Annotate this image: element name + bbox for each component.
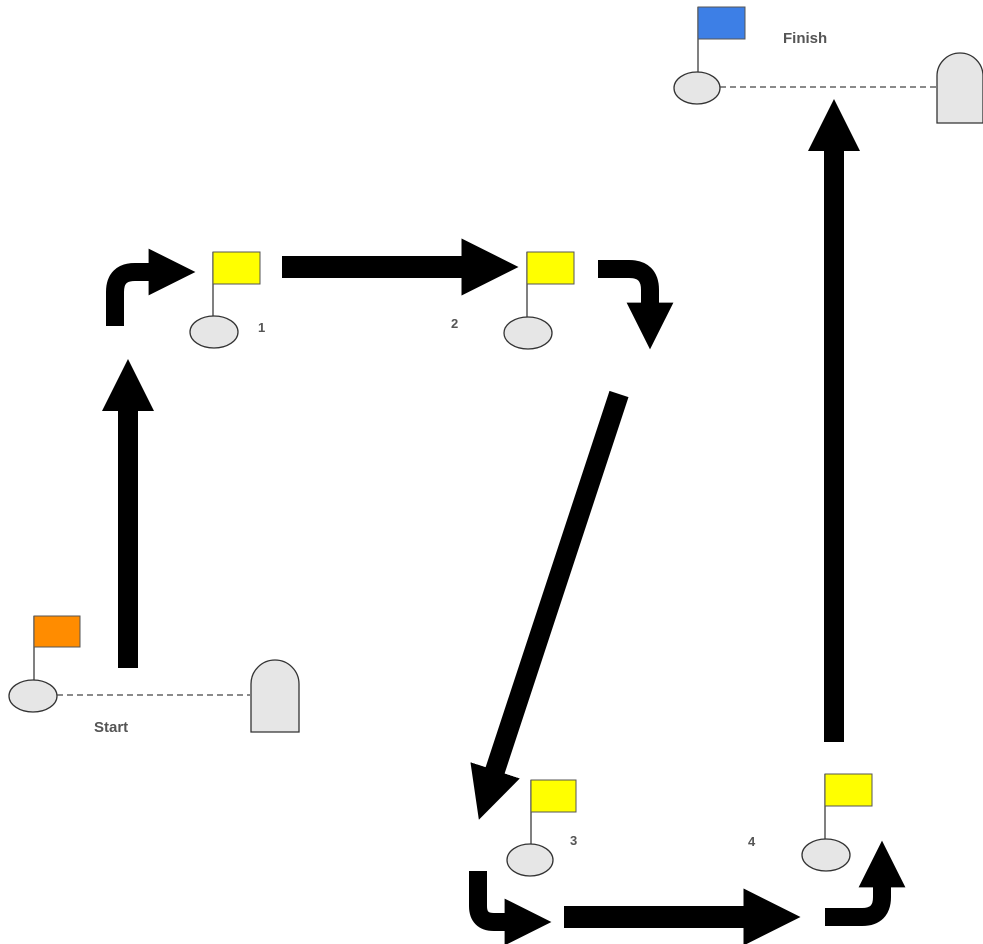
mark-2-flag-icon	[526, 251, 575, 285]
mark-4-buoy-icon	[801, 838, 851, 872]
mark-3-flag-icon	[530, 779, 577, 813]
finish-committee-boat-icon	[936, 52, 983, 124]
mark-4-group: 4	[748, 773, 873, 872]
arrow-icon-round-2	[598, 260, 674, 350]
start-line-group: Start	[8, 615, 300, 736]
arrow-icon-round-4	[825, 840, 906, 926]
finish-flag-icon	[697, 6, 746, 40]
mark-1-flag-icon	[212, 251, 261, 285]
mark-1-label: 1	[258, 320, 265, 335]
arrow-icon-round-3	[469, 871, 552, 944]
mark-4-flag-icon	[824, 773, 873, 807]
mark-3-buoy-icon	[506, 843, 554, 877]
start-flag-icon	[33, 615, 81, 648]
mark-2-group: 2	[451, 251, 575, 350]
arrow-icon-round-1	[106, 248, 196, 326]
finish-label: Finish	[783, 30, 827, 47]
finish-buoy-icon	[673, 71, 721, 105]
start-buoy-icon	[8, 679, 58, 713]
start-label: Start	[94, 719, 128, 736]
course-arrows	[102, 99, 906, 944]
mark-4-label: 4	[748, 834, 756, 849]
start-committee-boat-icon	[250, 659, 300, 733]
mark-3-label: 3	[570, 833, 577, 848]
mark-2-buoy-icon	[503, 316, 553, 350]
arrow-icon-2-to-3	[470, 390, 629, 820]
mark-1-buoy-icon	[189, 315, 239, 349]
mark-2-label: 2	[451, 316, 458, 331]
mark-1-group: 1	[189, 251, 265, 349]
finish-line-group: Finish	[673, 6, 983, 124]
mark-3-group: 3	[506, 779, 577, 877]
